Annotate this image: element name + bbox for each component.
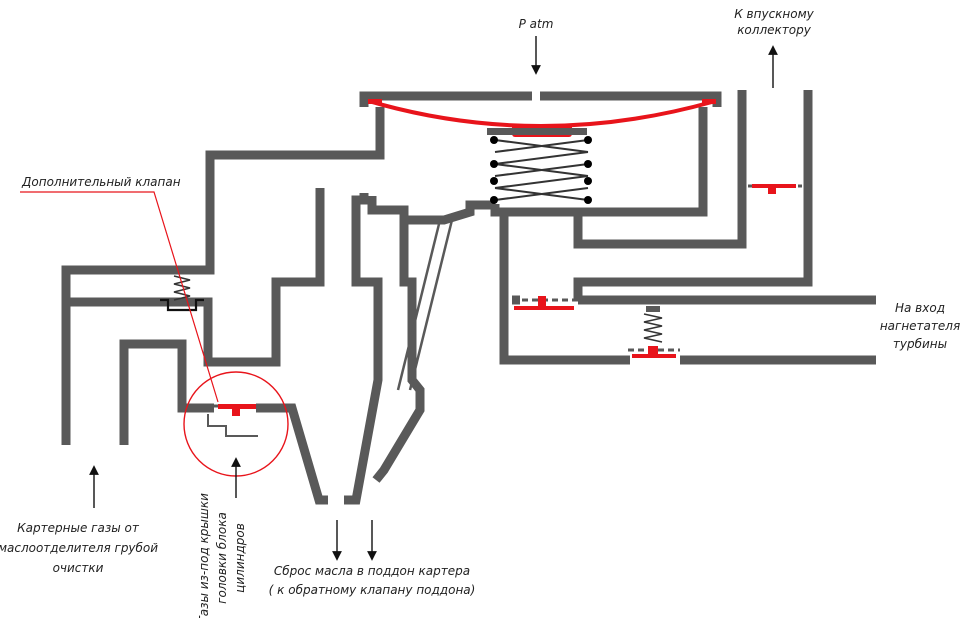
housing-walls	[61, 90, 876, 505]
extra-valve-highlight-circle	[183, 371, 289, 477]
wall-funnel-left	[344, 193, 383, 505]
wall-right-channel-2	[573, 90, 813, 300]
wall-right-lower	[499, 212, 630, 365]
main-spring	[494, 139, 589, 201]
diaphragm-end-right	[702, 99, 716, 104]
extra-valve-spring	[160, 270, 204, 312]
diaphragm-end-left	[368, 99, 382, 104]
flow-arrows	[89, 36, 778, 561]
wall-inner-passage	[119, 339, 214, 445]
label-head-gas-2: головки блока	[215, 512, 229, 604]
diaphragm	[368, 99, 716, 137]
label-intake-1: К впускному	[734, 7, 814, 21]
head-gas-valve	[207, 404, 258, 437]
wall-upper-left	[61, 107, 385, 445]
label-p-atm: P atm	[519, 17, 554, 31]
label-drain-2: ( к обратному клапану поддона)	[269, 583, 476, 597]
intake-check-valve	[748, 184, 802, 194]
wall-top-left	[359, 91, 532, 107]
label-turbo-1: На вход	[895, 301, 945, 315]
label-head-gas-3: цилиндров	[233, 523, 247, 593]
drain-tube	[396, 219, 454, 391]
diaphragm-membrane	[371, 100, 713, 128]
wall-inner-passage-2	[256, 403, 328, 505]
extra-valve-leader	[20, 191, 219, 403]
label-head-gas-1: Газы из-под крышки	[197, 493, 211, 618]
label-intake-2: коллектору	[737, 23, 812, 37]
wall-right-mid	[573, 90, 747, 249]
label-drain-1: Сброс масла в поддон картера	[274, 564, 470, 578]
wall-partition-left	[66, 188, 325, 367]
turbo-valve	[628, 306, 680, 358]
main-spring-dots	[490, 136, 592, 204]
wall-funnel-inner	[367, 196, 495, 225]
label-turbo-3: турбины	[893, 337, 947, 351]
label-crankcase-1: Картерные газы от	[17, 521, 140, 535]
label-crankcase-3: очистки	[53, 561, 104, 575]
label-extra-valve: Дополнительный клапан	[21, 175, 181, 189]
wall-funnel-right	[372, 220, 425, 483]
wall-top-right	[540, 91, 722, 107]
spring-retainer	[487, 128, 587, 135]
middle-check-valve	[512, 296, 578, 310]
label-crankcase-2: маслоотделителя грубой	[0, 541, 158, 555]
label-turbo-2: нагнетателя	[880, 319, 960, 333]
